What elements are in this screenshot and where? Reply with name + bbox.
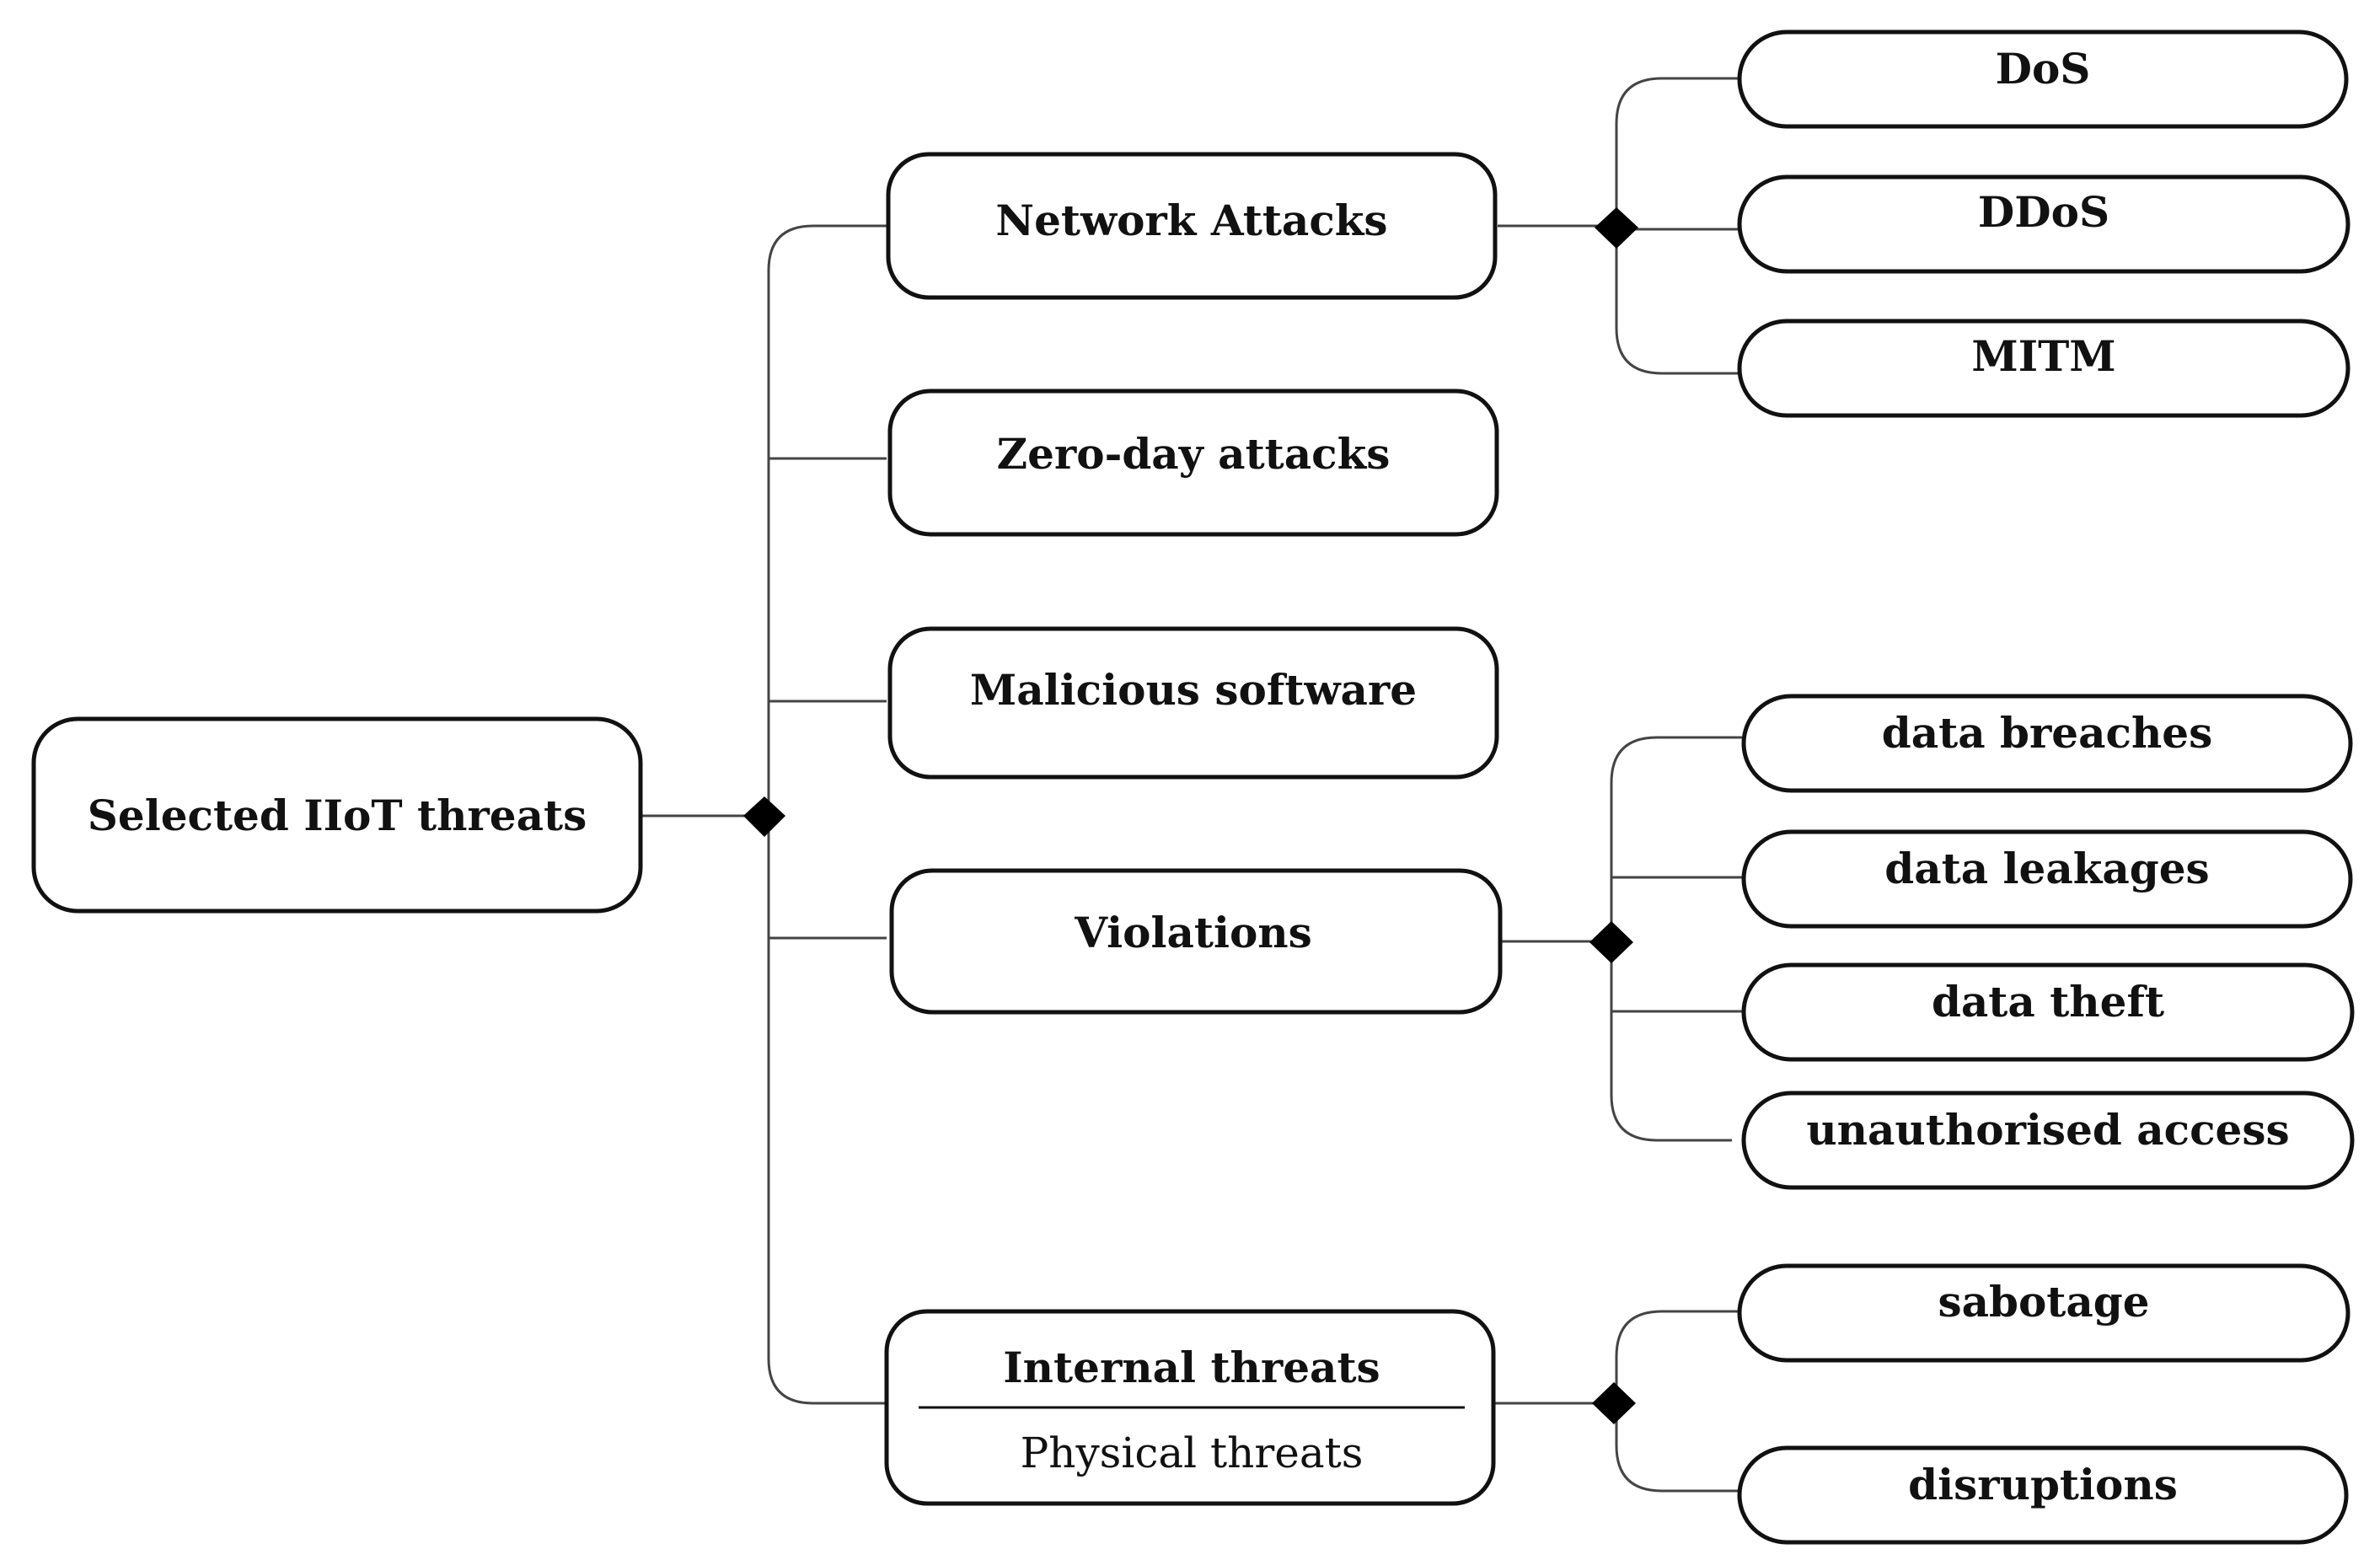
node-malicious-software: Malicious software <box>887 626 1499 780</box>
branch-markers <box>743 207 1638 1424</box>
leaf-unauthorised-access-label: unauthorised access <box>1806 1105 2289 1155</box>
network-diamond-marker <box>1595 207 1638 249</box>
leaf-unauthorised-access: unauthorised access <box>1741 1091 2355 1190</box>
root-diamond-marker <box>743 796 785 837</box>
node-internal-physical-threats: Internal threats Physical threats <box>884 1309 1496 1506</box>
leaf-data-theft-label: data theft <box>1932 977 2164 1027</box>
leaf-mitm: MITM <box>1737 319 2351 418</box>
leaf-data-breaches-label: data breaches <box>1882 708 2213 758</box>
root-node: Selected IIoT threats <box>31 716 643 914</box>
leaf-mitm-label: MITM <box>1971 331 2115 381</box>
leaf-data-breaches: data breaches <box>1741 694 2353 793</box>
physical-threats-label: Physical threats <box>1021 1429 1364 1477</box>
leaf-disruptions: disruptions <box>1737 1445 2349 1545</box>
leaf-ddos: DDoS <box>1737 174 2351 274</box>
leaf-ddos-label: DDoS <box>1978 187 2109 237</box>
node-violations: Violations <box>889 868 1503 1015</box>
connector-root-trunk <box>767 224 887 1405</box>
internal-threats-label: Internal threats <box>1003 1343 1380 1392</box>
leaf-data-leakages-label: data leakages <box>1884 844 2209 893</box>
root-label: Selected IIoT threats <box>88 791 587 840</box>
leaf-disruptions-label: disruptions <box>1908 1460 2178 1509</box>
connector-internal-trunk <box>1615 1310 1738 1493</box>
network-attacks-label: Network Attacks <box>995 196 1387 245</box>
violations-label: Violations <box>1074 908 1312 957</box>
connector-violations-trunk <box>1610 736 1742 1142</box>
leaf-dos-label: DoS <box>1996 44 2091 94</box>
leaf-data-theft: data theft <box>1741 962 2355 1062</box>
malicious-software-label: Malicious software <box>970 665 1417 715</box>
leaf-data-leakages: data leakages <box>1741 829 2353 929</box>
node-zero-day-attacks: Zero-day attacks <box>887 389 1499 537</box>
leaf-sabotage: sabotage <box>1737 1263 2351 1363</box>
node-network-attacks: Network Attacks <box>886 152 1498 300</box>
violations-diamond-marker <box>1589 921 1633 963</box>
leaf-sabotage-label: sabotage <box>1938 1277 2149 1327</box>
internal-diamond-marker <box>1592 1382 1636 1424</box>
zero-day-attacks-label: Zero-day attacks <box>997 429 1391 479</box>
leaf-dos: DoS <box>1737 29 2349 129</box>
